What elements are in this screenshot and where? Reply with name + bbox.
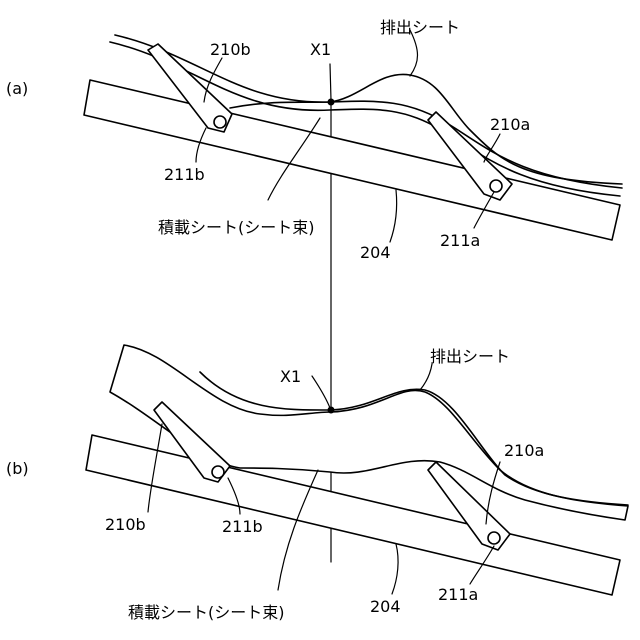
tray-a <box>84 80 620 240</box>
pivot-211a-a <box>490 180 502 192</box>
label-211a-a: 211a <box>440 231 480 250</box>
label-210b-a: 210b <box>210 40 251 59</box>
leader-204-b <box>392 544 398 594</box>
label-stacked-sheet-a: 積載シート(シート束) <box>158 218 315 237</box>
label-211b-a: 211b <box>164 165 205 184</box>
pivot-211b-b <box>212 466 224 478</box>
leader-x1-b <box>312 376 330 408</box>
label-210a-a: 210a <box>490 115 530 134</box>
label-211b-b: 211b <box>222 517 263 536</box>
leader-ejected-b <box>420 364 432 390</box>
leader-x1-a <box>330 64 331 100</box>
label-211a-b: 211a <box>438 585 478 604</box>
label-stacked-sheet-b: 積載シート(シート束) <box>128 603 285 622</box>
panel-a: (a) 排出シート X1 210b 211b 210a 211a 204 積載シ… <box>6 18 622 262</box>
panel-tag-b: (b) <box>6 459 29 478</box>
leader-204-a <box>390 190 397 242</box>
point-x1-b <box>328 407 335 414</box>
label-x1-a: X1 <box>310 40 331 59</box>
label-210b-b: 210b <box>105 515 146 534</box>
panel-tag-a: (a) <box>6 79 28 98</box>
pivot-211b-a <box>214 116 226 128</box>
label-x1-b: X1 <box>280 367 301 386</box>
label-204-a: 204 <box>360 243 391 262</box>
label-ejected-sheet-b: 排出シート <box>430 347 510 366</box>
panel-b: (b) 排出シート X1 210b 211b 210a 211a 204 積載シ… <box>6 345 628 622</box>
label-210a-b: 210a <box>504 441 544 460</box>
label-ejected-sheet-a: 排出シート <box>380 18 460 37</box>
pivot-211a-b <box>488 532 500 544</box>
label-204-b: 204 <box>370 597 401 616</box>
